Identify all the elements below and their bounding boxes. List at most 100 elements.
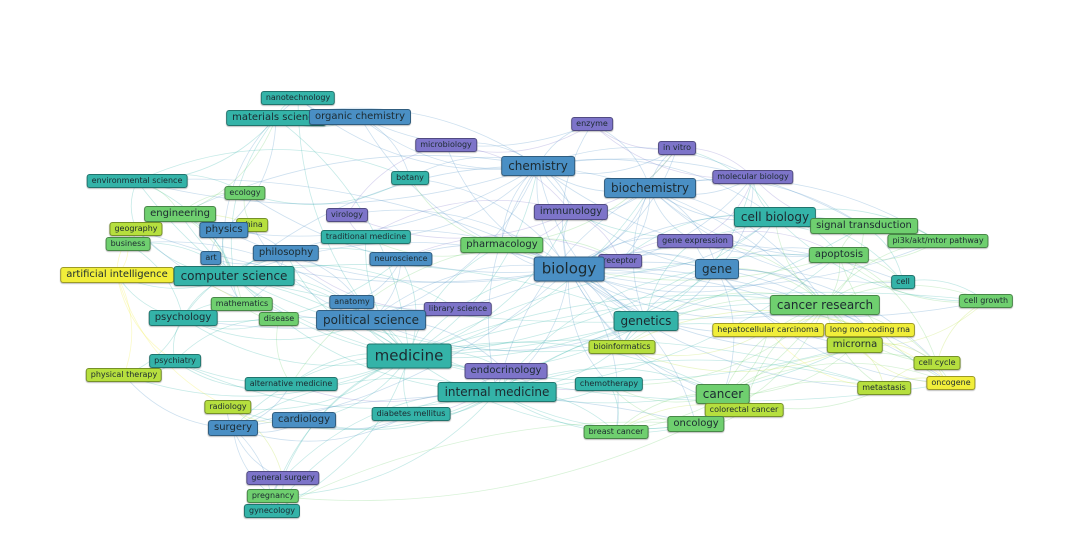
node-cancer-research[interactable]: cancer research — [769, 295, 881, 315]
node-oncogene[interactable]: oncogene — [926, 376, 976, 390]
edge-internal-medicine-pregnancy — [272, 391, 498, 497]
node-medicine[interactable]: medicine — [366, 343, 452, 369]
edge-medicine-apoptosis — [408, 254, 840, 357]
edge-receptor-neuroscience — [400, 235, 621, 262]
edge-artificial-intelligence-radiology — [116, 274, 229, 408]
node-general-surgery[interactable]: general surgery — [246, 471, 320, 485]
node-in-vitro[interactable]: in vitro — [658, 141, 696, 155]
node-alternative-medicine[interactable]: alternative medicine — [244, 377, 338, 391]
node-breast-cancer[interactable]: breast cancer — [583, 425, 649, 439]
node-chemotherapy[interactable]: chemotherapy — [574, 377, 644, 391]
node-microrna[interactable]: microrna — [826, 337, 884, 353]
edge-chemistry-cancer-research — [537, 165, 826, 306]
node-traditional-medicine[interactable]: traditional medicine — [320, 230, 412, 244]
node-psychiatry[interactable]: psychiatry — [149, 354, 201, 368]
node-botany[interactable]: botany — [391, 171, 429, 185]
node-colorectal-cancer[interactable]: colorectal cancer — [704, 403, 784, 417]
node-cell-cycle[interactable]: cell cycle — [913, 356, 961, 370]
node-ecology[interactable]: ecology — [224, 186, 266, 200]
node-physics[interactable]: physics — [199, 222, 249, 238]
edge-medicine-physical-therapy — [123, 355, 410, 397]
node-enzyme[interactable]: enzyme — [571, 117, 613, 131]
node-biochemistry[interactable]: biochemistry — [604, 178, 696, 198]
node-pi3k-akt-mtor-pathway[interactable]: pi3k/akt/mtor pathway — [887, 234, 989, 248]
edge-biology-internal-medicine — [496, 268, 570, 393]
node-pregnancy[interactable]: pregnancy — [246, 489, 300, 503]
edge-political-science-genetics — [370, 319, 647, 351]
node-microbiology[interactable]: microbiology — [415, 138, 477, 152]
node-environmental-science[interactable]: environmental science — [86, 174, 188, 188]
edge-physics-nanotechnology — [223, 97, 299, 231]
node-pharmacology[interactable]: pharmacology — [460, 237, 544, 253]
edge-internal-medicine-radiology — [227, 391, 498, 430]
edge-biology-chemotherapy — [568, 268, 610, 385]
node-endocrinology[interactable]: endocrinology — [464, 363, 548, 379]
node-gene[interactable]: gene — [695, 259, 739, 279]
node-computer-science[interactable]: computer science — [173, 266, 295, 286]
edge-medicine-chemistry — [408, 165, 539, 357]
edge-apoptosis-cell-cycle — [838, 254, 938, 364]
node-artificial-intelligence[interactable]: artificial intelligence — [60, 267, 174, 283]
edge-medicine-cell-biology — [408, 216, 776, 357]
node-nanotechnology[interactable]: nanotechnology — [260, 91, 336, 105]
node-apoptosis[interactable]: apoptosis — [808, 247, 870, 263]
node-receptor[interactable]: receptor — [598, 254, 642, 268]
node-psychology[interactable]: psychology — [148, 310, 218, 326]
node-hepatocellular-carcinoma[interactable]: hepatocellular carcinoma — [712, 323, 824, 337]
node-virology[interactable]: virology — [326, 208, 368, 222]
node-organic-chemistry[interactable]: organic chemistry — [309, 109, 411, 125]
node-genetics[interactable]: genetics — [613, 311, 679, 331]
edge-biology-botany — [409, 177, 570, 270]
edge-disease-alternative-medicine — [276, 318, 292, 385]
node-internal-medicine[interactable]: internal medicine — [437, 382, 557, 402]
node-cardiology[interactable]: cardiology — [272, 412, 336, 428]
node-surgery[interactable]: surgery — [207, 420, 259, 436]
edge-biology-virology — [346, 209, 570, 270]
node-library-science[interactable]: library science — [423, 302, 493, 316]
edge-cancer-cell-cycle — [722, 352, 938, 395]
node-anatomy[interactable]: anatomy — [329, 295, 375, 309]
edge-cell-biology-cell-growth — [774, 216, 987, 302]
edge-biology-metastasis — [568, 268, 885, 389]
edge-chemistry-genetics — [537, 165, 647, 322]
node-gynecology[interactable]: gynecology — [243, 504, 301, 518]
edge-bioinformatics-microrna — [621, 344, 856, 373]
edge-oncology-pregnancy — [272, 423, 697, 501]
edge-biology-oncogene — [568, 268, 952, 384]
node-radiology[interactable]: radiology — [204, 400, 252, 414]
node-engineering[interactable]: engineering — [144, 206, 216, 222]
node-geography[interactable]: geography — [109, 222, 163, 236]
node-philosophy[interactable]: philosophy — [252, 245, 320, 261]
node-metastasis[interactable]: metastasis — [857, 381, 911, 395]
node-diabetes-mellitus[interactable]: diabetes mellitus — [371, 407, 451, 421]
node-cell[interactable]: cell — [891, 275, 915, 289]
node-cancer[interactable]: cancer — [695, 384, 751, 404]
node-molecular-biology[interactable]: molecular biology — [712, 170, 794, 184]
edge-biology-cell-cycle — [568, 267, 938, 364]
node-immunology[interactable]: immunology — [533, 204, 609, 220]
node-physical-therapy[interactable]: physical therapy — [85, 368, 163, 382]
node-signal-transduction[interactable]: signal transduction — [810, 218, 918, 234]
node-cell-growth[interactable]: cell growth — [958, 294, 1014, 308]
edge-cell-cycle-cell-growth — [936, 300, 987, 364]
node-mathematics[interactable]: mathematics — [210, 297, 274, 311]
node-neuroscience[interactable]: neuroscience — [369, 252, 433, 266]
edge-cancer-research-signal-transduction — [824, 225, 865, 306]
node-cell-biology[interactable]: cell biology — [733, 207, 817, 227]
edge-biology-apoptosis — [568, 254, 840, 293]
node-long-non-coding-rna[interactable]: long non-coding rna — [824, 323, 916, 337]
node-disease[interactable]: disease — [258, 312, 300, 326]
edge-gene-oncogene — [716, 268, 952, 384]
edge-botany-ecology — [244, 177, 411, 205]
edge-chemistry-signal-transduction — [537, 158, 865, 227]
node-gene-expression[interactable]: gene expression — [657, 234, 733, 248]
node-business[interactable]: business — [105, 237, 151, 251]
node-oncology[interactable]: oncology — [667, 416, 725, 432]
node-political-science[interactable]: political science — [316, 310, 426, 330]
edge-biology-pi3k-akt-mtor-pathway — [568, 240, 939, 287]
node-bioinformatics[interactable]: bioinformatics — [588, 340, 656, 354]
node-chemistry[interactable]: chemistry — [501, 156, 575, 176]
node-art[interactable]: art — [200, 251, 222, 265]
node-biology[interactable]: biology — [533, 256, 605, 282]
